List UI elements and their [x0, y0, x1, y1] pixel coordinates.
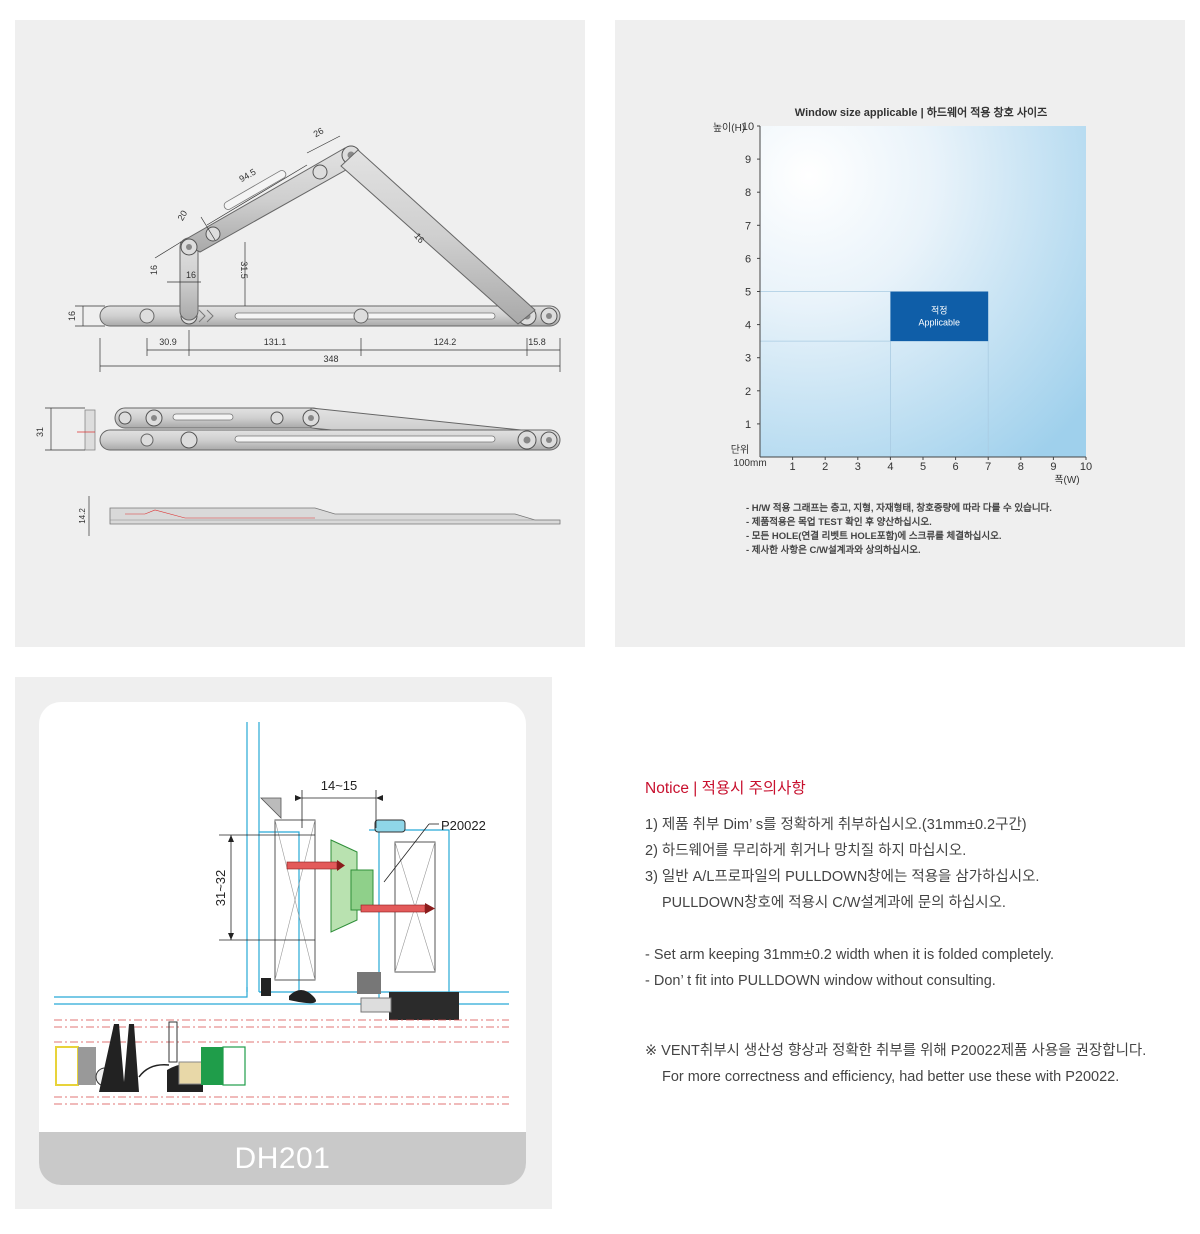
x-tick-1: 1	[790, 461, 796, 473]
arm-technical-drawing: 30.9 131.1 124.2 15.8 348 16 31.5 16 20 …	[35, 126, 561, 536]
notice-section: Notice | 적용시 주의사항 1) 제품 취부 Dim’ s를 정확하게 …	[645, 776, 1185, 1090]
applicable-region	[890, 291, 989, 342]
notice-item-3: 3) 일반 A/L프로파일의 PULLDOWN창에는 적용을 삼가하십시오.	[645, 869, 1040, 885]
section-panel: 14~15 31~32 P20022 DH201	[15, 677, 552, 1209]
y-tick-6: 6	[745, 253, 751, 265]
dim-16-diagonal: 16	[412, 231, 426, 245]
dim-131-1: 131.1	[264, 337, 287, 347]
arm-drawing-panel: 30.9 131.1 124.2 15.8 348 16 31.5 16 20 …	[15, 20, 585, 647]
dim-124-2: 124.2	[434, 337, 457, 347]
notice-english-1: - Set arm keeping 31mm±0.2 width when it…	[645, 947, 1055, 963]
y-tick-9: 9	[745, 154, 751, 166]
notice-title: Notice | 적용시 주의사항	[645, 780, 806, 797]
x-tick-6: 6	[953, 461, 959, 473]
x-tick-4: 4	[887, 461, 893, 473]
dim-16-link: 16	[186, 270, 196, 280]
x-tick-8: 8	[1018, 461, 1024, 473]
unit-value: 100mm	[733, 458, 766, 469]
part-label-p20022: P20022	[441, 818, 486, 833]
notice-recommend-en: For more correctness and efficiency, had…	[662, 1069, 1120, 1085]
dim-31-5: 31.5	[239, 261, 249, 279]
x-tick-10: 10	[1080, 461, 1092, 473]
x-tick-9: 9	[1050, 461, 1056, 473]
plot-area: 적정 Applicable 1 2 3 4 5 6 7 8 9 10 1 2 3 4 5 6 7 8 9 10	[742, 121, 1092, 473]
size-chart: Window size applicable | 하드웨어 적용 창호 사이즈 …	[713, 105, 1092, 556]
y-tick-4: 4	[745, 320, 751, 332]
dim-26: 26	[312, 126, 326, 140]
x-tick-3: 3	[855, 461, 861, 473]
dim-20: 20	[176, 209, 190, 223]
installation-section-drawing: 14~15 31~32 P20022	[54, 722, 509, 1105]
x-tick-7: 7	[985, 461, 991, 473]
product-name: DH201	[39, 1132, 526, 1185]
dim-14-15: 14~15	[321, 778, 358, 793]
y-tick-10: 10	[742, 121, 754, 133]
dim-16-upper: 16	[149, 265, 159, 275]
y-tick-2: 2	[745, 386, 751, 398]
y-tick-3: 3	[745, 353, 751, 365]
dim-30-9: 30.9	[159, 337, 177, 347]
arm-folded-view	[77, 407, 561, 451]
applicable-label: 적정	[931, 304, 948, 315]
unit-label: 단위	[731, 443, 749, 456]
notice-item-3b: PULLDOWN창호에 적용시 C/W설계과에 문의 하십시오.	[662, 895, 1006, 911]
dim-94-5: 94.5	[237, 167, 257, 184]
size-chart-panel: Window size applicable | 하드웨어 적용 창호 사이즈 …	[615, 20, 1185, 647]
chart-note-1: - H/W 적용 그래프는 층고, 지형, 자재형태, 창호중량에 따라 다를 …	[746, 502, 1052, 514]
arm-open-view	[99, 145, 561, 327]
y-tick-5: 5	[745, 287, 751, 299]
arm-side-view	[88, 496, 561, 536]
notice-english-2: - Don’ t fit into PULLDOWN window withou…	[645, 973, 996, 989]
dim-31-folded: 31	[35, 427, 45, 437]
x-axis-label: 폭(W)	[1054, 474, 1079, 486]
y-axis-label: 높이(H)	[713, 122, 745, 134]
chart-note-4: - 제사한 사항은 C/W설계과와 상의하십시오.	[746, 544, 921, 556]
dim-31-32: 31~32	[213, 870, 228, 907]
notice-recommend: ※ VENT취부시 생산성 향상과 정확한 취부를 위해 P20022제품 사용…	[645, 1043, 1147, 1059]
chart-note-2: - 제품적용은 목업 TEST 확인 후 양산하십시오.	[746, 516, 932, 528]
y-tick-8: 8	[745, 187, 751, 199]
applicable-label-en: Applicable	[919, 317, 961, 327]
dim-348: 348	[323, 354, 338, 364]
dim-16-height: 16	[67, 311, 77, 321]
section-card: 14~15 31~32 P20022 DH201	[39, 702, 526, 1185]
notice-item-2: 2) 하드웨어를 무리하게 휘거나 망치질 하지 마십시오.	[645, 843, 967, 859]
x-tick-5: 5	[920, 461, 926, 473]
y-tick-1: 1	[745, 419, 751, 431]
dim-15-8: 15.8	[528, 337, 546, 347]
screw-lower	[360, 903, 435, 914]
screw-upper	[286, 860, 345, 871]
chart-title: Window size applicable | 하드웨어 적용 창호 사이즈	[795, 105, 1047, 119]
notice-item-1: 1) 제품 취부 Dim’ s를 정확하게 취부하십시오.(31mm±0.2구간…	[645, 817, 1027, 833]
dim-14-2: 14.2	[78, 508, 87, 524]
x-tick-2: 2	[822, 461, 828, 473]
y-tick-7: 7	[745, 220, 751, 232]
chart-note-3: - 모든 HOLE(연결 리벳트 HOLE포함)에 스크류를 체결하십시오.	[746, 530, 1002, 542]
